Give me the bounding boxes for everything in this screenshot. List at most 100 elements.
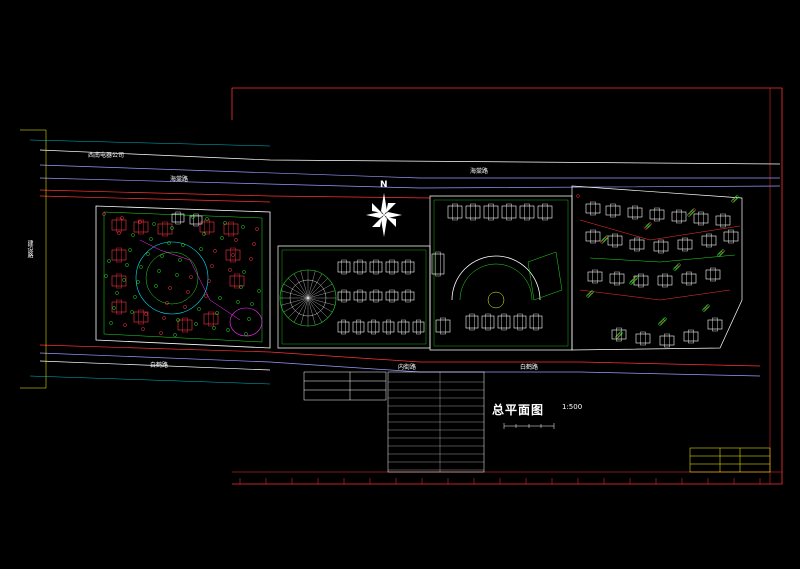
plaza-ray bbox=[307, 283, 333, 299]
road-label-top-left: 西南电器公司 bbox=[88, 152, 125, 159]
building-core bbox=[638, 273, 645, 288]
building-core bbox=[485, 313, 491, 331]
tree-symbol bbox=[178, 258, 182, 262]
tree-symbol bbox=[228, 268, 232, 272]
tree-symbol bbox=[717, 253, 721, 257]
right-block-buildings bbox=[585, 201, 739, 348]
tree-symbol bbox=[644, 226, 648, 230]
tree-symbol bbox=[601, 239, 605, 243]
tree-symbol bbox=[236, 300, 240, 304]
tree-symbol bbox=[112, 306, 116, 310]
tree-symbol bbox=[136, 280, 140, 284]
tree-symbol bbox=[157, 269, 161, 273]
building-footprint bbox=[609, 273, 625, 284]
tree-symbol bbox=[122, 278, 126, 282]
building-footprint bbox=[701, 235, 717, 246]
building-footprint bbox=[431, 253, 445, 275]
plaza-ray bbox=[300, 270, 309, 299]
tree-symbol bbox=[149, 237, 153, 241]
building-core bbox=[501, 313, 507, 331]
tree-symbol bbox=[162, 316, 166, 320]
building-core bbox=[416, 319, 421, 335]
tree-symbol bbox=[181, 243, 185, 247]
tree-symbol bbox=[618, 332, 622, 336]
building-footprint bbox=[635, 333, 651, 344]
tree-symbol bbox=[191, 215, 195, 219]
tree-symbol bbox=[648, 222, 652, 226]
north-arrow-icon bbox=[366, 193, 402, 237]
tree-symbol bbox=[244, 332, 248, 336]
title-block bbox=[689, 447, 771, 473]
building-footprint bbox=[483, 205, 499, 219]
building-core bbox=[634, 237, 641, 252]
building-core bbox=[115, 273, 122, 289]
building-core bbox=[517, 313, 523, 331]
building-footprint bbox=[385, 291, 399, 301]
tree-symbol bbox=[210, 264, 214, 268]
building-core bbox=[341, 319, 346, 335]
tree-symbol bbox=[165, 301, 169, 305]
tree-symbol bbox=[645, 225, 649, 229]
tree-symbol bbox=[735, 195, 739, 199]
tree-symbol bbox=[690, 210, 694, 214]
building-footprint bbox=[629, 239, 645, 250]
building-core bbox=[616, 327, 623, 342]
tree-symbol bbox=[631, 279, 635, 283]
building-footprint bbox=[501, 205, 517, 219]
building-footprint bbox=[189, 215, 203, 225]
tree-symbol bbox=[661, 319, 665, 323]
tree-symbol bbox=[687, 213, 691, 217]
building-core bbox=[193, 213, 199, 227]
building-footprint bbox=[723, 231, 739, 242]
building-footprint bbox=[681, 273, 697, 284]
tree-symbol bbox=[197, 307, 201, 311]
building-core bbox=[401, 319, 406, 335]
tree-symbol bbox=[130, 310, 134, 314]
tree-symbol bbox=[175, 273, 179, 277]
tree-symbol bbox=[255, 227, 259, 231]
tree-symbol bbox=[241, 225, 245, 229]
middle-block-buildings bbox=[337, 259, 425, 335]
building-footprint bbox=[605, 205, 621, 216]
building-core bbox=[452, 203, 459, 221]
tree-symbol bbox=[173, 333, 177, 337]
tree-symbol bbox=[189, 275, 193, 279]
building-footprint bbox=[353, 261, 367, 273]
building-footprint bbox=[671, 211, 687, 222]
tree-symbol bbox=[131, 233, 135, 237]
building-core bbox=[662, 273, 669, 288]
building-core bbox=[357, 289, 363, 303]
building-footprint bbox=[225, 249, 241, 261]
tree-symbol bbox=[603, 237, 607, 241]
left-block-buildings bbox=[111, 211, 245, 333]
drawing-scale: 1:500 bbox=[562, 403, 583, 411]
building-footprint bbox=[707, 319, 723, 330]
building-footprint bbox=[385, 261, 399, 273]
tree-symbol bbox=[586, 294, 590, 298]
tree-symbol bbox=[231, 253, 235, 257]
tree-symbol bbox=[199, 247, 203, 251]
tree-symbol bbox=[234, 238, 238, 242]
tree-symbol bbox=[170, 226, 174, 230]
tree-symbol bbox=[102, 212, 106, 216]
building-core bbox=[435, 251, 441, 277]
tree-symbol bbox=[629, 281, 633, 285]
tree-symbol bbox=[226, 328, 230, 332]
plaza-ray bbox=[293, 273, 309, 299]
tree-symbol bbox=[732, 198, 736, 202]
tree-symbol bbox=[144, 312, 148, 316]
tree-symbol bbox=[677, 263, 681, 267]
tree-symbol bbox=[590, 290, 594, 294]
building-footprint bbox=[627, 207, 643, 218]
tree-symbol bbox=[204, 294, 208, 298]
tree-symbol bbox=[676, 264, 680, 268]
plaza-ray bbox=[293, 297, 309, 323]
tree-symbol bbox=[660, 320, 664, 324]
building-footprint bbox=[111, 249, 127, 261]
tree-symbol bbox=[107, 259, 111, 263]
building-core bbox=[203, 219, 210, 235]
building-core bbox=[470, 203, 477, 221]
building-footprint bbox=[481, 315, 495, 329]
building-core bbox=[614, 271, 621, 286]
